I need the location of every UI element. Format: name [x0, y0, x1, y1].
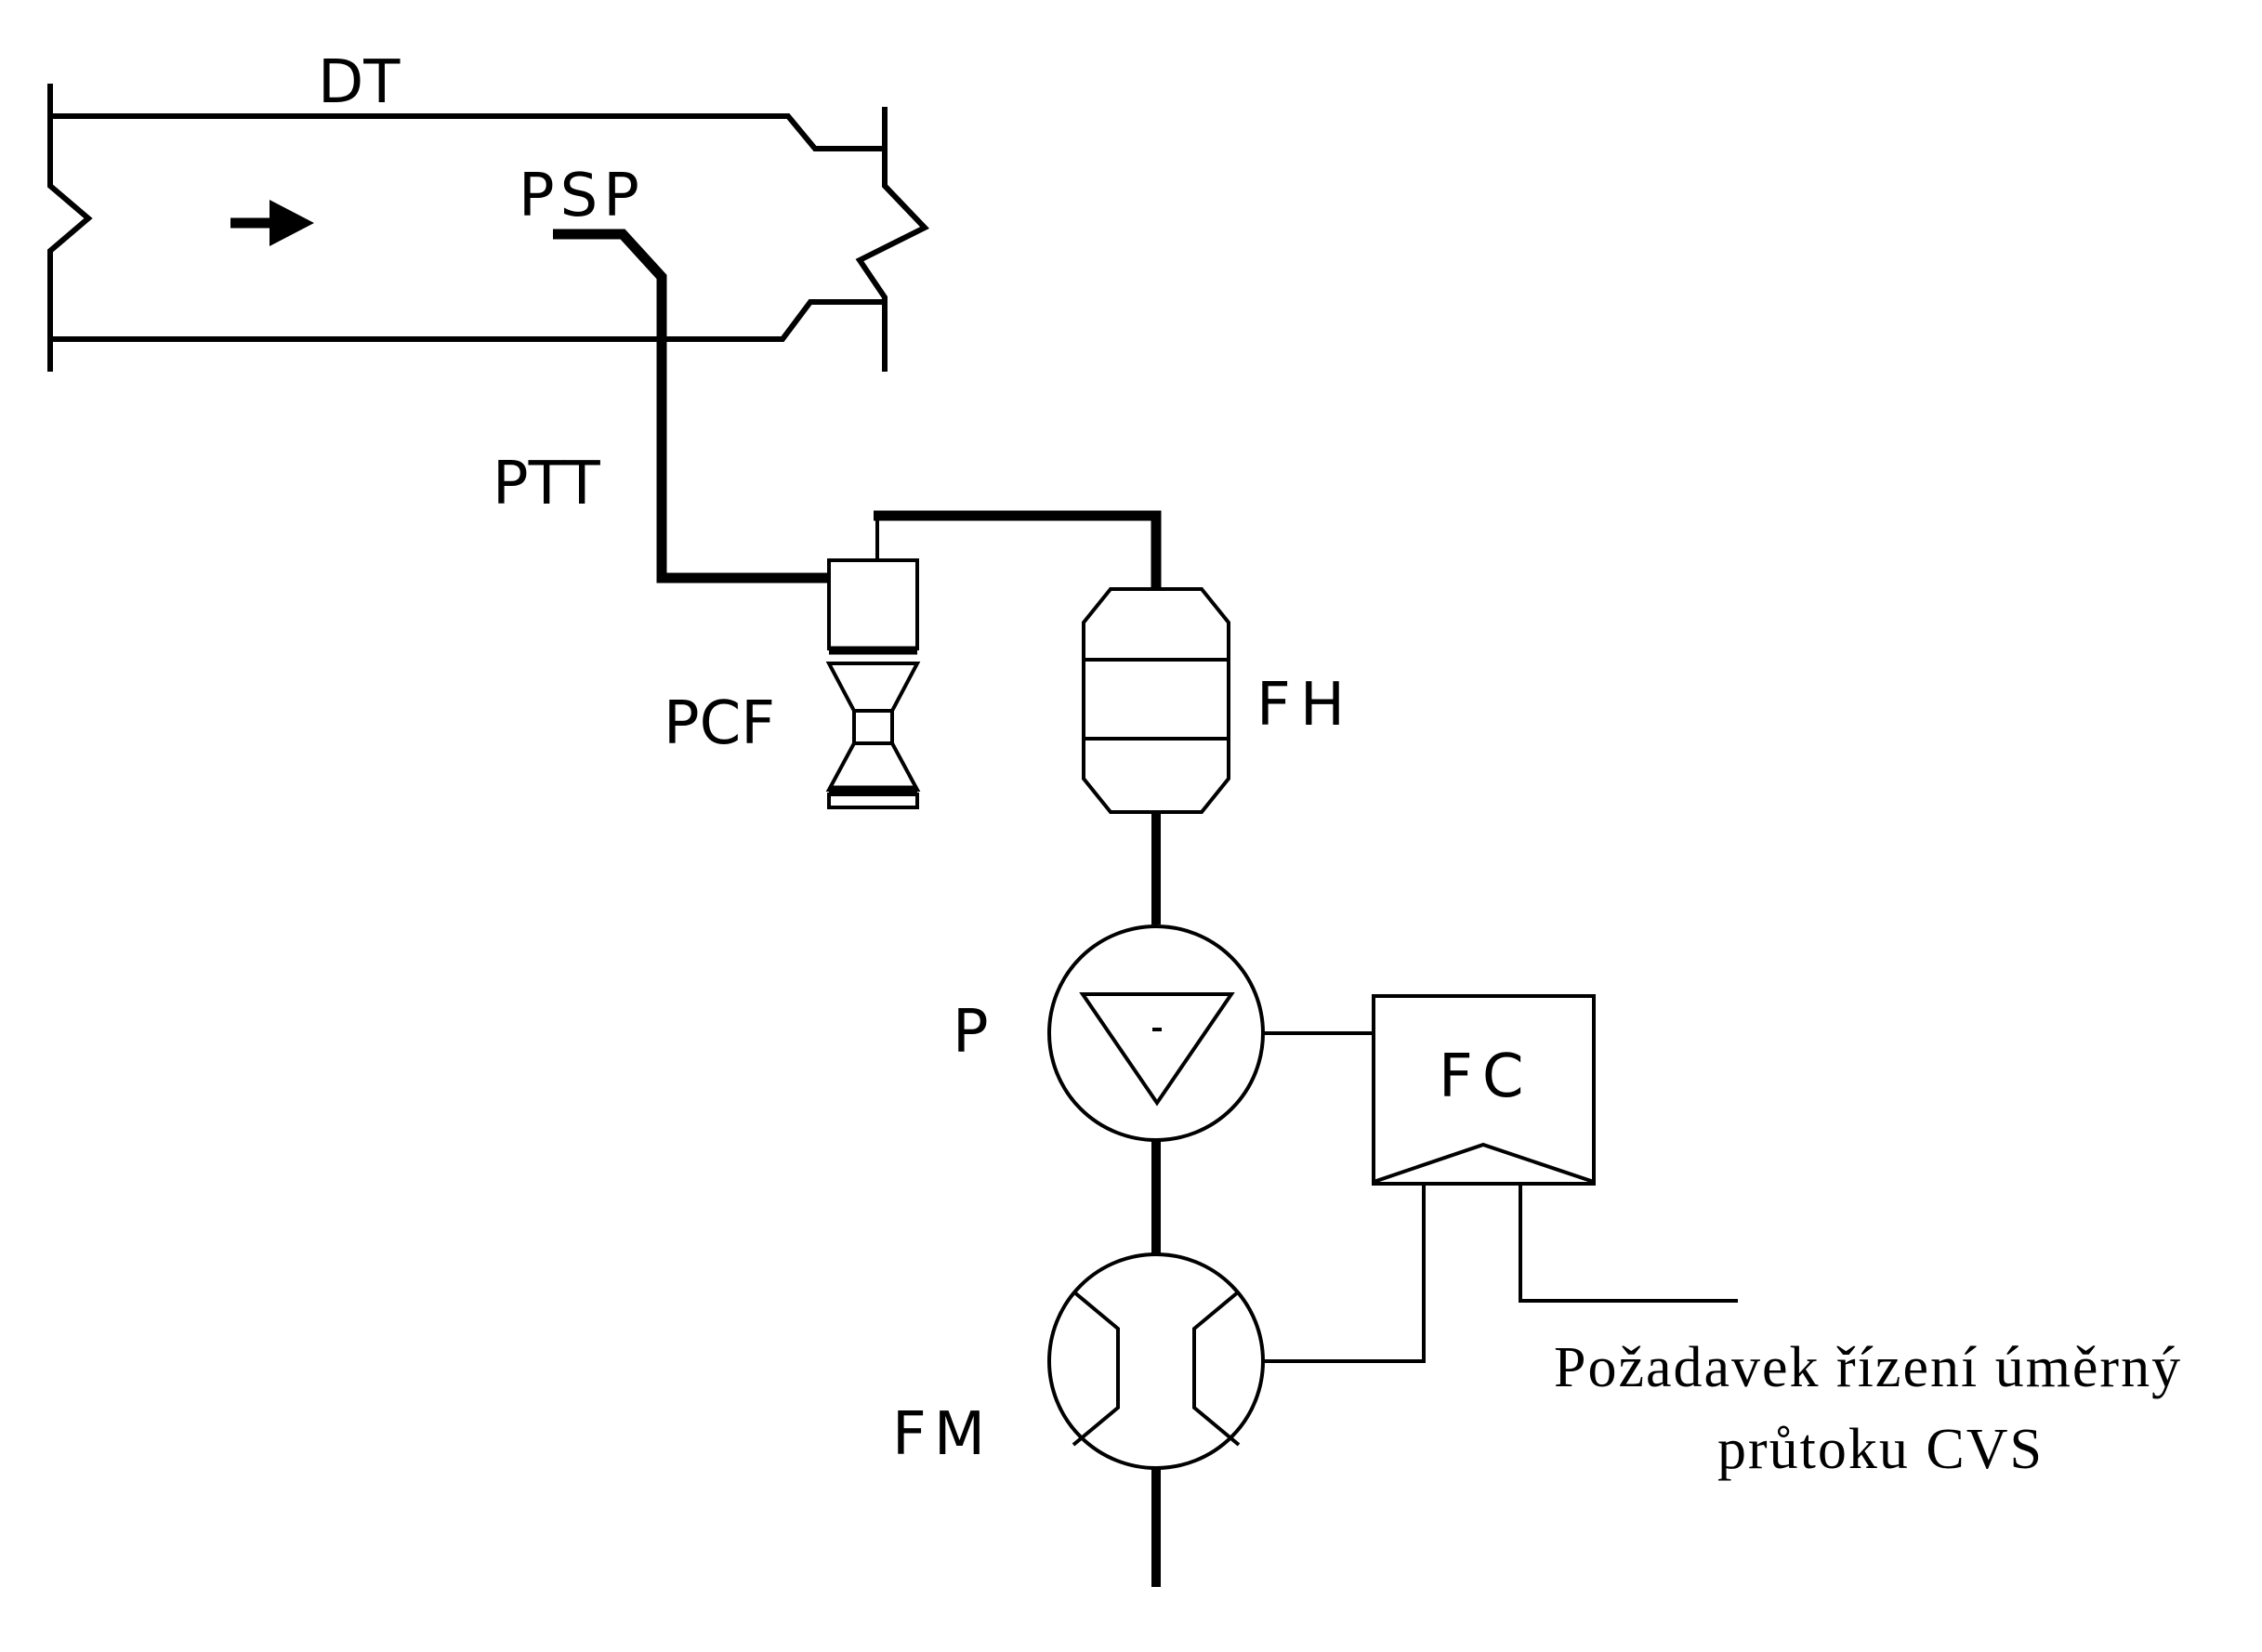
- control-signal-lines: [1263, 1031, 1738, 1363]
- particle-filter-pcf: [825, 558, 921, 809]
- flow-direction-arrow-icon: [230, 200, 314, 246]
- filter-to-fh-line: [874, 510, 1162, 587]
- flow-meter-fm: [1047, 1252, 1265, 1470]
- label-ptt: PTT: [493, 450, 601, 518]
- label-psp: PSP: [519, 162, 645, 230]
- sample-probe-and-transfer-tube: [553, 229, 829, 583]
- label-fc: FC: [1439, 1042, 1533, 1111]
- label-fh: FH: [1256, 671, 1354, 740]
- label-p: P: [953, 998, 989, 1067]
- annotation-line-1: Požadavek řízení úměrný: [1554, 1336, 2182, 1399]
- label-dt: DT: [318, 48, 401, 117]
- annotation-line-2: průtoku CVS: [1717, 1418, 2044, 1481]
- filter-housing-fh: [1082, 587, 1230, 814]
- label-pcf: PCF: [664, 689, 775, 758]
- pump-p: [1047, 924, 1265, 1142]
- flow-controller-fc: [1372, 994, 1596, 1186]
- label-fm: FM: [892, 1400, 993, 1469]
- dilution-tunnel: [47, 84, 929, 372]
